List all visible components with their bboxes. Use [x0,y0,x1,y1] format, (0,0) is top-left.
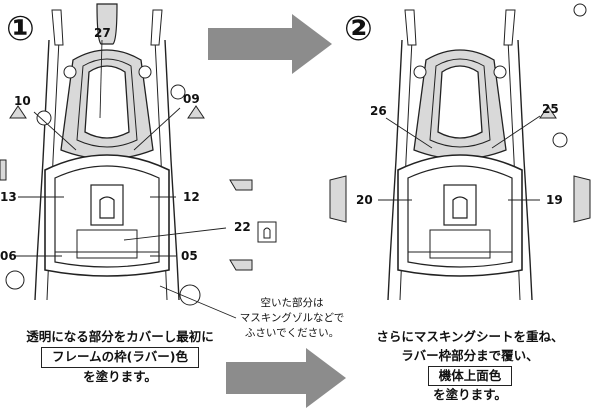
part-number-25: 25 [542,102,559,116]
part-number-10: 10 [14,94,31,108]
step1-color-box: フレームの枠(ラバー)色 [41,346,199,368]
step2-instruction-line-2: ラバー枠部分まで覆い、 [401,347,539,363]
masking-note-line-2: マスキングゾルなどで [239,312,345,325]
part-number-06: 06 [0,249,17,263]
part-number-19: 19 [546,193,563,207]
part-number-27: 27 [94,26,111,40]
part-number-13: 13 [0,190,17,204]
step2-color-box: 機体上面色 [427,365,513,387]
arrow-step1-to-step2 [208,14,332,74]
step2-instruction: さらにマスキングシートを重ね、 ラバー枠部分まで覆い、 機体上面色 を塗ります。 [352,328,588,405]
step1-instruction-line-3: を塗ります。 [83,368,157,384]
step2-instruction-line-1: さらにマスキングシートを重ね、 [376,329,564,344]
step1-instruction-line-1: 透明になる部分をカバーし最初に [26,329,214,344]
masking-note-line-1: 空いた部分は [260,297,324,309]
part-number-09: 09 [183,92,200,106]
arrow-bottom [226,348,346,408]
part-number-05: 05 [181,249,198,263]
step2-instruction-line-4: を塗ります。 [433,387,507,403]
step1-marker: ① [6,9,35,49]
step1-instruction: 透明になる部分をカバーし最初に フレームの枠(ラバー)色 を塗ります。 [0,328,240,386]
part-number-12: 12 [183,190,200,204]
part-number-26: 26 [370,104,387,118]
masking-note-line-3: ふさいでください。 [244,327,340,340]
part-number-22: 22 [234,220,251,234]
step2-marker: ② [344,9,373,49]
part-number-20: 20 [356,193,373,207]
masking-note: 空いた部分は マスキングゾルなどで ふさいでください。 [232,296,352,342]
